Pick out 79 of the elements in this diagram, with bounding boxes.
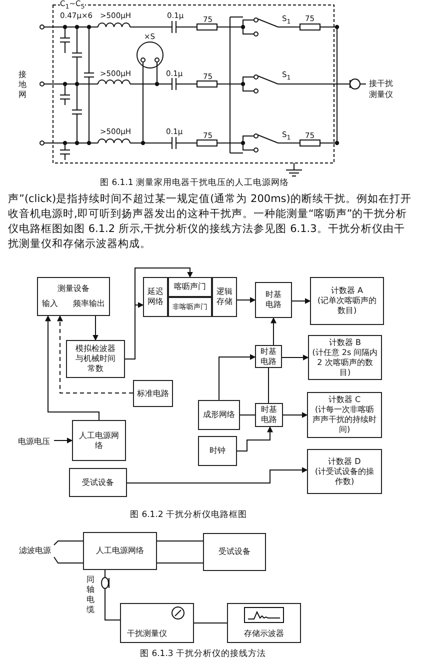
box-title: 延迟网络 xyxy=(147,287,164,307)
block-box xyxy=(212,277,237,317)
box-title: 成形网络 xyxy=(203,410,235,420)
arrow xyxy=(218,354,256,400)
box-note: (计每一次非喀呖声声干扰的持续时间) xyxy=(312,405,378,435)
block-box xyxy=(120,603,194,643)
block-box xyxy=(255,345,282,368)
box-note: (计任意 2s 间隔内 2 次喀呖声的数目) xyxy=(312,348,378,378)
block-box xyxy=(37,277,110,316)
box-title: 时基电路 xyxy=(264,290,282,310)
text-label: 滤波电源 xyxy=(16,545,54,557)
box-title: 逻辑存储 xyxy=(216,287,233,307)
box-note: 输入 xyxy=(42,299,58,309)
block-box xyxy=(227,603,301,643)
box-title: 计数器 D xyxy=(328,456,361,466)
block-box xyxy=(66,340,125,378)
arrow xyxy=(292,298,311,304)
terminal-label: 接地网 xyxy=(18,70,27,100)
box-note: 频率输出 xyxy=(73,299,105,309)
box-title: 时钟 xyxy=(210,446,226,456)
figure-caption: 图 6.1.2 干扰分析仪电路框图 xyxy=(130,511,248,520)
box-title: 喀呖声门 xyxy=(174,282,206,292)
arrow xyxy=(282,354,309,360)
box-title: 存储示波器 xyxy=(244,629,284,639)
block-box xyxy=(307,449,382,494)
box-title: 标准电路 xyxy=(137,388,169,398)
box-title: 时基电路 xyxy=(260,346,278,366)
arrow xyxy=(126,467,308,484)
arrow xyxy=(54,438,73,444)
block-box xyxy=(198,436,237,466)
connector-line xyxy=(54,556,84,564)
box-title: 受试设备 xyxy=(218,547,250,557)
text-label: 电源电压 xyxy=(14,436,54,448)
block-box xyxy=(69,468,127,497)
box-title: 计数器 B xyxy=(328,338,362,348)
box-title: 测量设备 xyxy=(56,284,90,294)
block-box xyxy=(198,400,240,430)
arrow xyxy=(124,268,193,360)
figure-caption: 图 6.1.3 干扰分析仪的接线方法 xyxy=(140,650,266,660)
connector-line xyxy=(268,368,269,404)
box-title: 计数器 A xyxy=(330,286,363,296)
arrow xyxy=(57,315,134,394)
box-title: 模拟检波器与机械时间常数 xyxy=(74,344,116,374)
box-title: 受试设备 xyxy=(82,478,114,488)
connector-line xyxy=(54,540,84,546)
block-box xyxy=(203,533,266,571)
block-box xyxy=(72,420,126,461)
terminal-label: 接干扰测量仪 xyxy=(369,78,394,100)
block-box xyxy=(310,277,384,325)
arrow xyxy=(270,317,276,346)
block-box xyxy=(83,532,157,570)
block-box xyxy=(255,403,283,427)
arrow xyxy=(236,426,273,452)
box-title: 人工电源网络 xyxy=(78,430,120,450)
box-title: 干扰测量仪 xyxy=(127,629,167,639)
edge-label: 同轴电缆 xyxy=(86,575,95,615)
box-note: (记单次喀呖声的数目) xyxy=(316,296,378,316)
connector-line xyxy=(156,540,204,542)
box-note: (计受试设备的操作数) xyxy=(314,466,376,486)
arrow xyxy=(45,315,100,420)
box-title: 计数器 C xyxy=(328,395,361,405)
arrow xyxy=(92,316,98,341)
box-title: 人工电源网络 xyxy=(96,546,144,556)
block-box xyxy=(307,392,382,438)
connector-line xyxy=(194,622,228,624)
connector-line xyxy=(240,414,256,416)
block-box xyxy=(168,277,212,297)
box-title: 时基电路 xyxy=(260,405,278,425)
block-box xyxy=(133,380,173,407)
connector-line xyxy=(104,570,120,620)
arrow xyxy=(282,412,308,418)
body-paragraph: 声”(click)是指持续时间不超过某一规定值(通常为 200ms)的断续干扰。例如在打开收音机电源时,即可听到扬声器发出的这种干扰声。一种能测量“喀呖声”的干扰分析仪电路框图如图 6.1.2 所示,干扰分析仪的接线方法参见图 6.1.3。干扰分析仪由干扰测量仪和存储示波器构成。 xyxy=(8,192,412,252)
block-box xyxy=(168,297,212,317)
block-box xyxy=(308,335,382,380)
block-box xyxy=(255,282,292,318)
block-box xyxy=(143,277,168,317)
arrow xyxy=(236,297,256,303)
figure-caption: 图 6.1.1 测量家用电器干扰电压的人工电源网络 xyxy=(100,179,290,188)
connector-line xyxy=(156,562,204,564)
